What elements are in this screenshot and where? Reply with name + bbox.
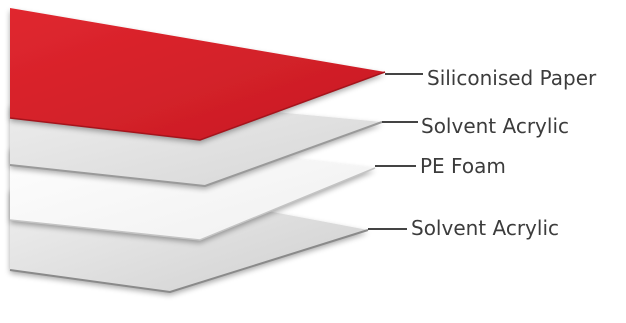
layer-siliconised-paper [9,8,386,141]
label-siliconised-paper: Siliconised Paper [427,66,597,90]
label-solvent-acrylic-bottom: Solvent Acrylic [411,216,559,240]
label-solvent-acrylic-top: Solvent Acrylic [421,114,569,138]
label-pe-foam: PE Foam [420,154,506,178]
